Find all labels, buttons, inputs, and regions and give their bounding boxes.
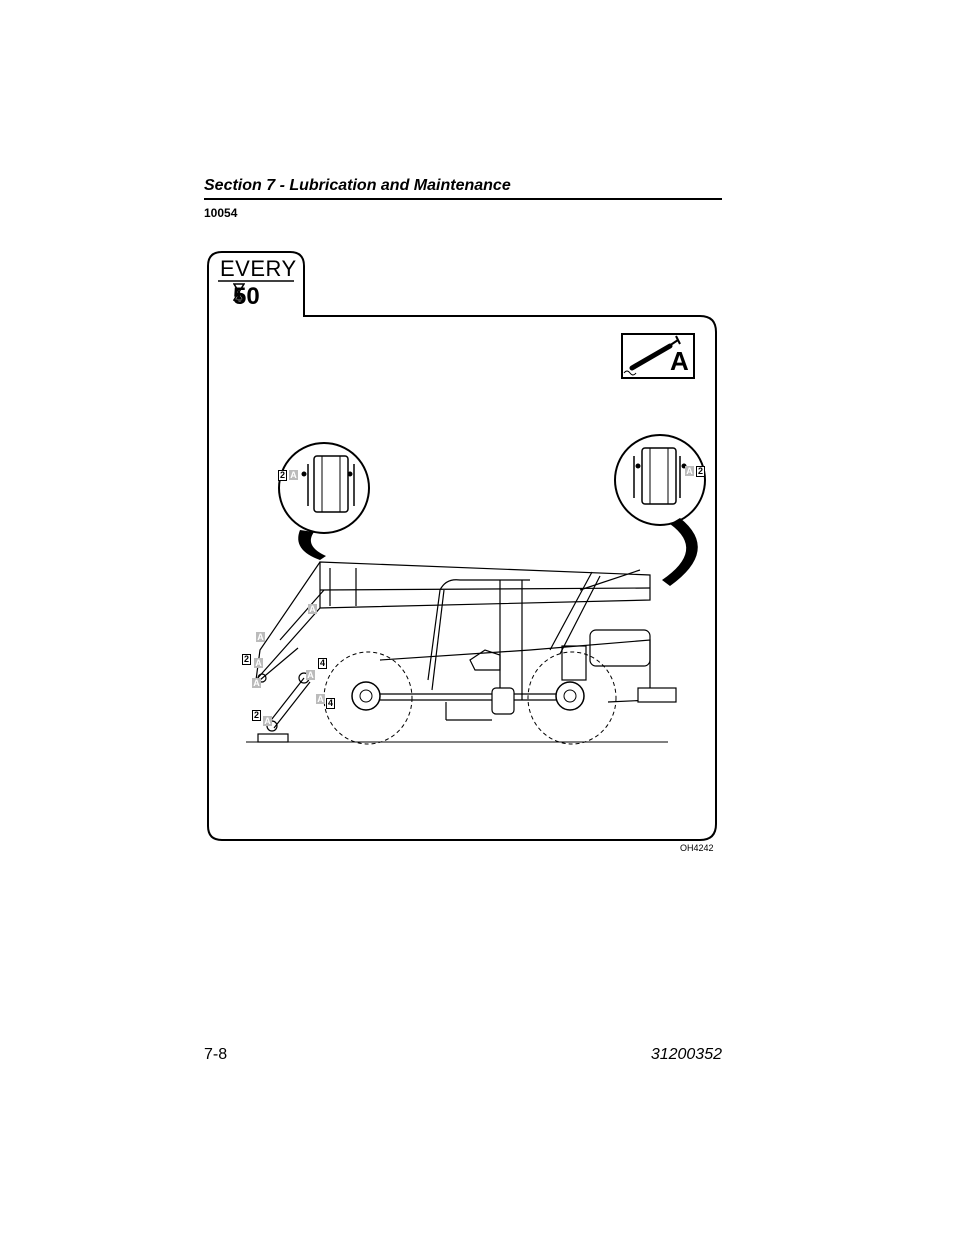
- callout-lube: A: [308, 604, 317, 614]
- grease-gun-icon: [621, 333, 695, 379]
- stabilizer: [257, 647, 311, 743]
- interval-label: EVERY: [220, 256, 297, 281]
- lubricant-letter: A: [670, 346, 689, 376]
- hourglass-icon: [233, 283, 245, 301]
- callout-lube: A: [256, 632, 265, 642]
- callout-lube: A: [289, 470, 298, 480]
- right-detail-circle: [614, 434, 706, 526]
- callout-lube: A: [685, 466, 694, 476]
- callout-lube: A: [306, 670, 315, 680]
- interval-hours-value: 50: [233, 283, 260, 310]
- front-wheel: [323, 651, 413, 745]
- figure-id: OH4242: [680, 843, 714, 853]
- section-header: Section 7 - Lubrication and Maintenance: [204, 176, 722, 200]
- left-detail-circle: [278, 442, 370, 534]
- lubrication-figure: EVERY 50 A 2 A A 2 A A 2 A A 4 A A 4 2 A: [200, 250, 724, 844]
- callout-lube: A: [263, 716, 272, 726]
- page-number: 7-8: [204, 1046, 228, 1063]
- reference-number: 10054: [204, 206, 238, 220]
- callout-count: 2: [242, 654, 251, 665]
- callout-lube: A: [254, 658, 263, 668]
- callout-count: 2: [278, 470, 287, 481]
- callout-lube: A: [252, 678, 261, 688]
- section-title: Section 7 - Lubrication and Maintenance: [204, 177, 511, 194]
- document-number: 31200352: [650, 1046, 722, 1063]
- callout-count: 2: [252, 710, 261, 721]
- callout-count: 4: [318, 658, 327, 669]
- rear-wheel: [527, 651, 617, 745]
- drive-shaft: [380, 687, 556, 721]
- callout-count: 4: [326, 698, 335, 709]
- interval-hours: 50: [233, 283, 260, 311]
- figure-frame: [207, 251, 717, 841]
- callout-count: 2: [696, 466, 705, 477]
- vehicle-body: [379, 569, 677, 703]
- callout-lube: A: [316, 694, 325, 704]
